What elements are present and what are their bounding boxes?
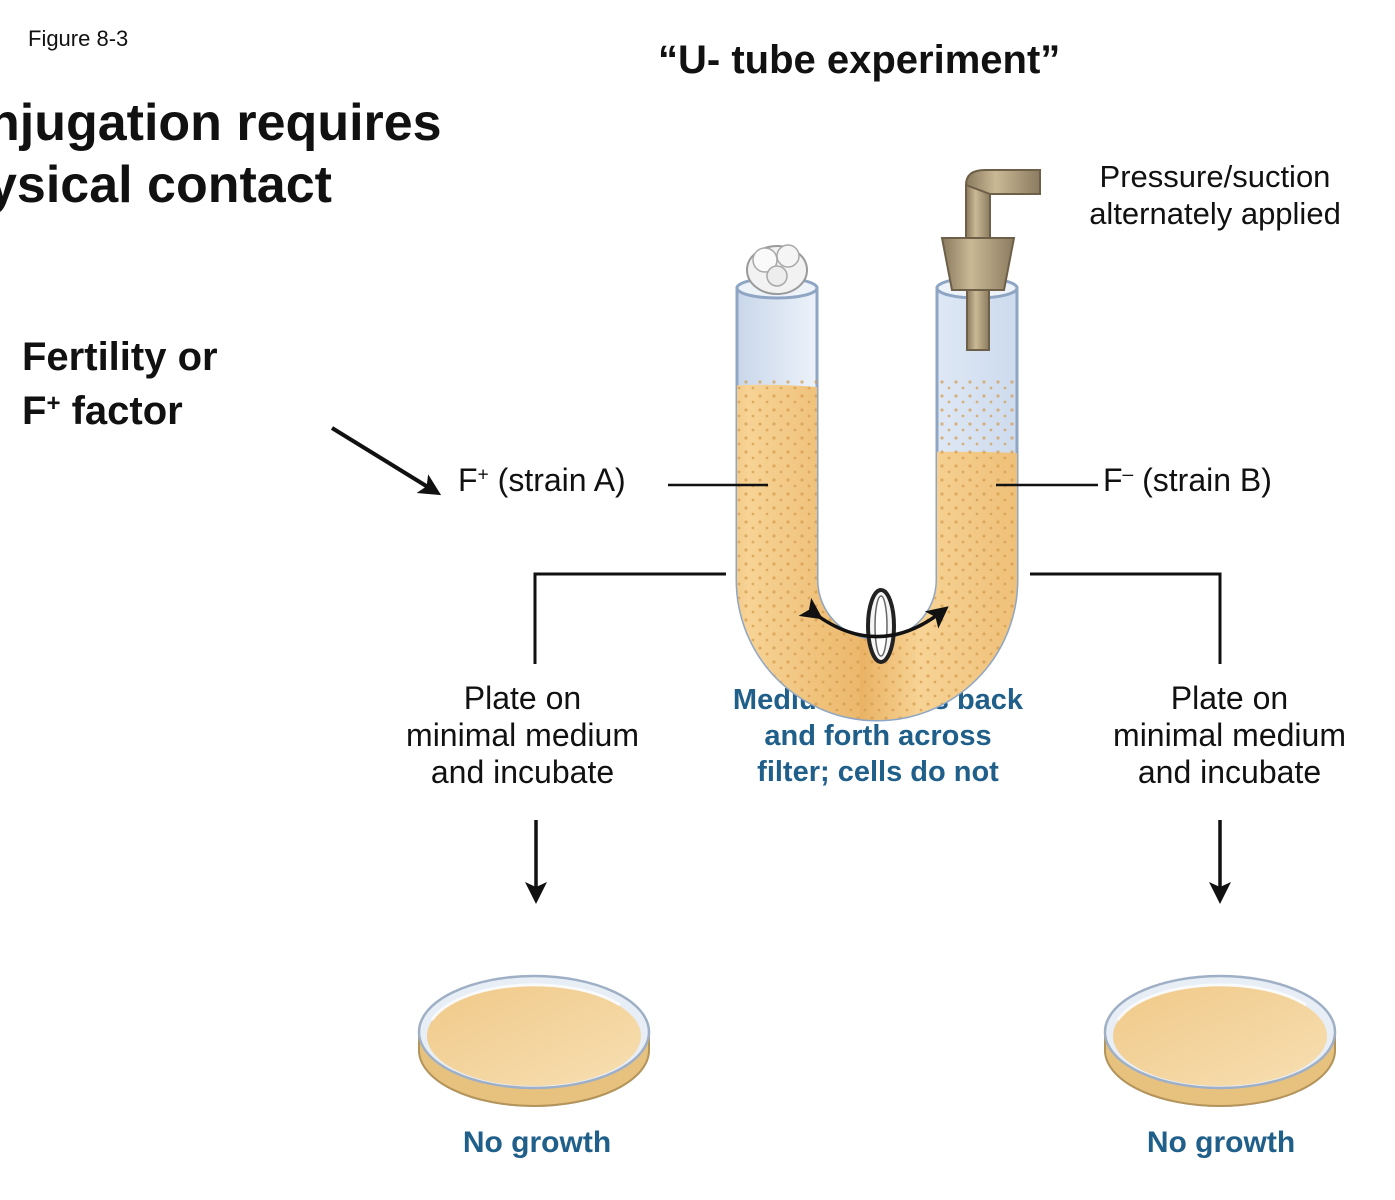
headline-line-1: njugation requires [0,94,442,152]
bracket-left [533,572,726,664]
strain-b-label: F– (strain B) [1103,462,1272,498]
strain-a-label: F+ (strain A) [458,462,626,498]
result-right: No growth [1146,1126,1296,1159]
petri-dish-left [417,974,651,1107]
headline-line-2: ysical contact [0,156,332,214]
page-title: “U- tube experiment” [658,38,1061,82]
medium-caption: Medium passes backand forth acrossfilter… [733,684,1023,788]
filter [866,588,896,664]
result-left: No growth [462,1126,612,1159]
cotton-plug [746,244,808,295]
fertility-line-1: Fertility or [22,335,218,379]
figure-label: Figure 8-3 [28,26,129,51]
petri-dish-right [1103,974,1337,1107]
flow-arrows [798,597,949,639]
pressure-stopper [940,169,1041,351]
fertility-arrow [330,426,442,496]
fertility-line-2: F+ factor [22,389,183,433]
bracket-right [1030,572,1222,664]
